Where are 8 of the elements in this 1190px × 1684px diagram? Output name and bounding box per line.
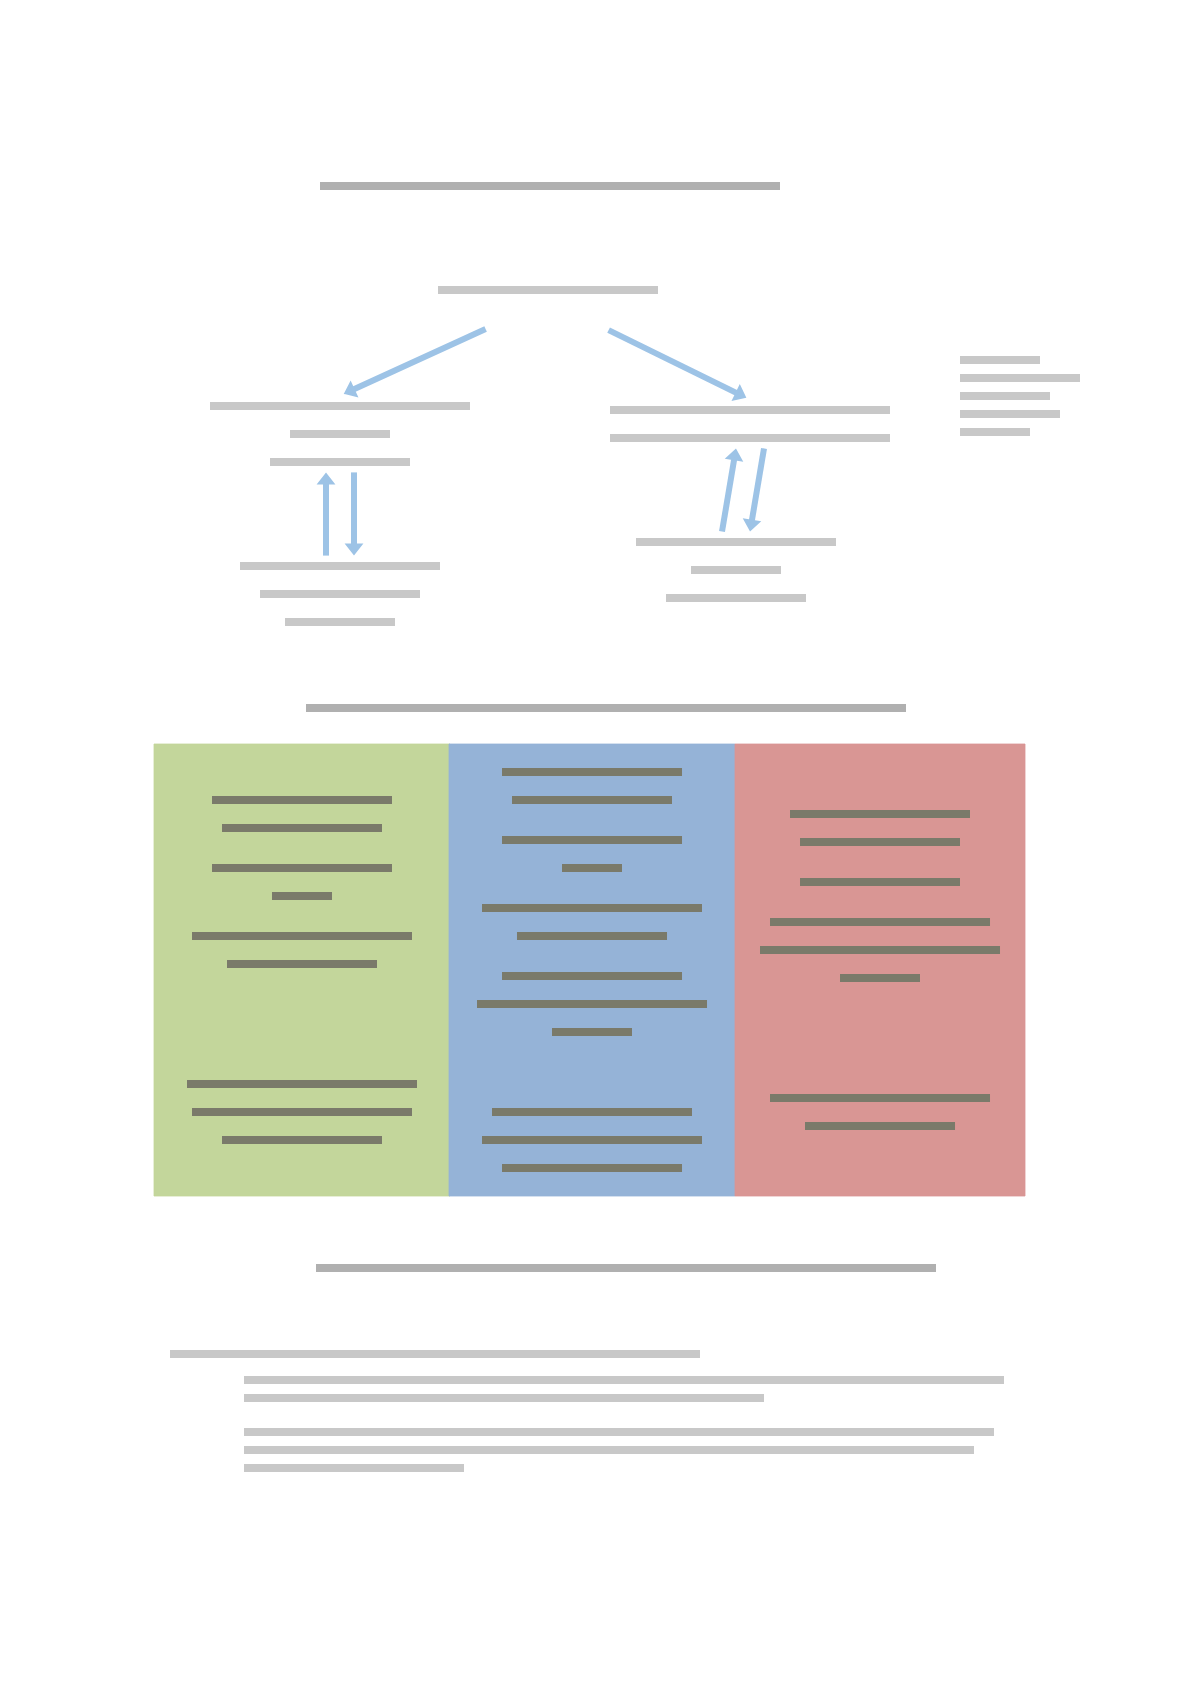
table-column	[448, 743, 736, 1197]
illegible-text-block	[438, 286, 658, 294]
illegible-text-block	[636, 538, 836, 602]
table-column	[734, 743, 1026, 1197]
illegible-text-block	[210, 402, 470, 466]
illegible-text-block	[610, 406, 890, 442]
table-column	[153, 743, 451, 1197]
illegible-text-block	[240, 562, 440, 626]
